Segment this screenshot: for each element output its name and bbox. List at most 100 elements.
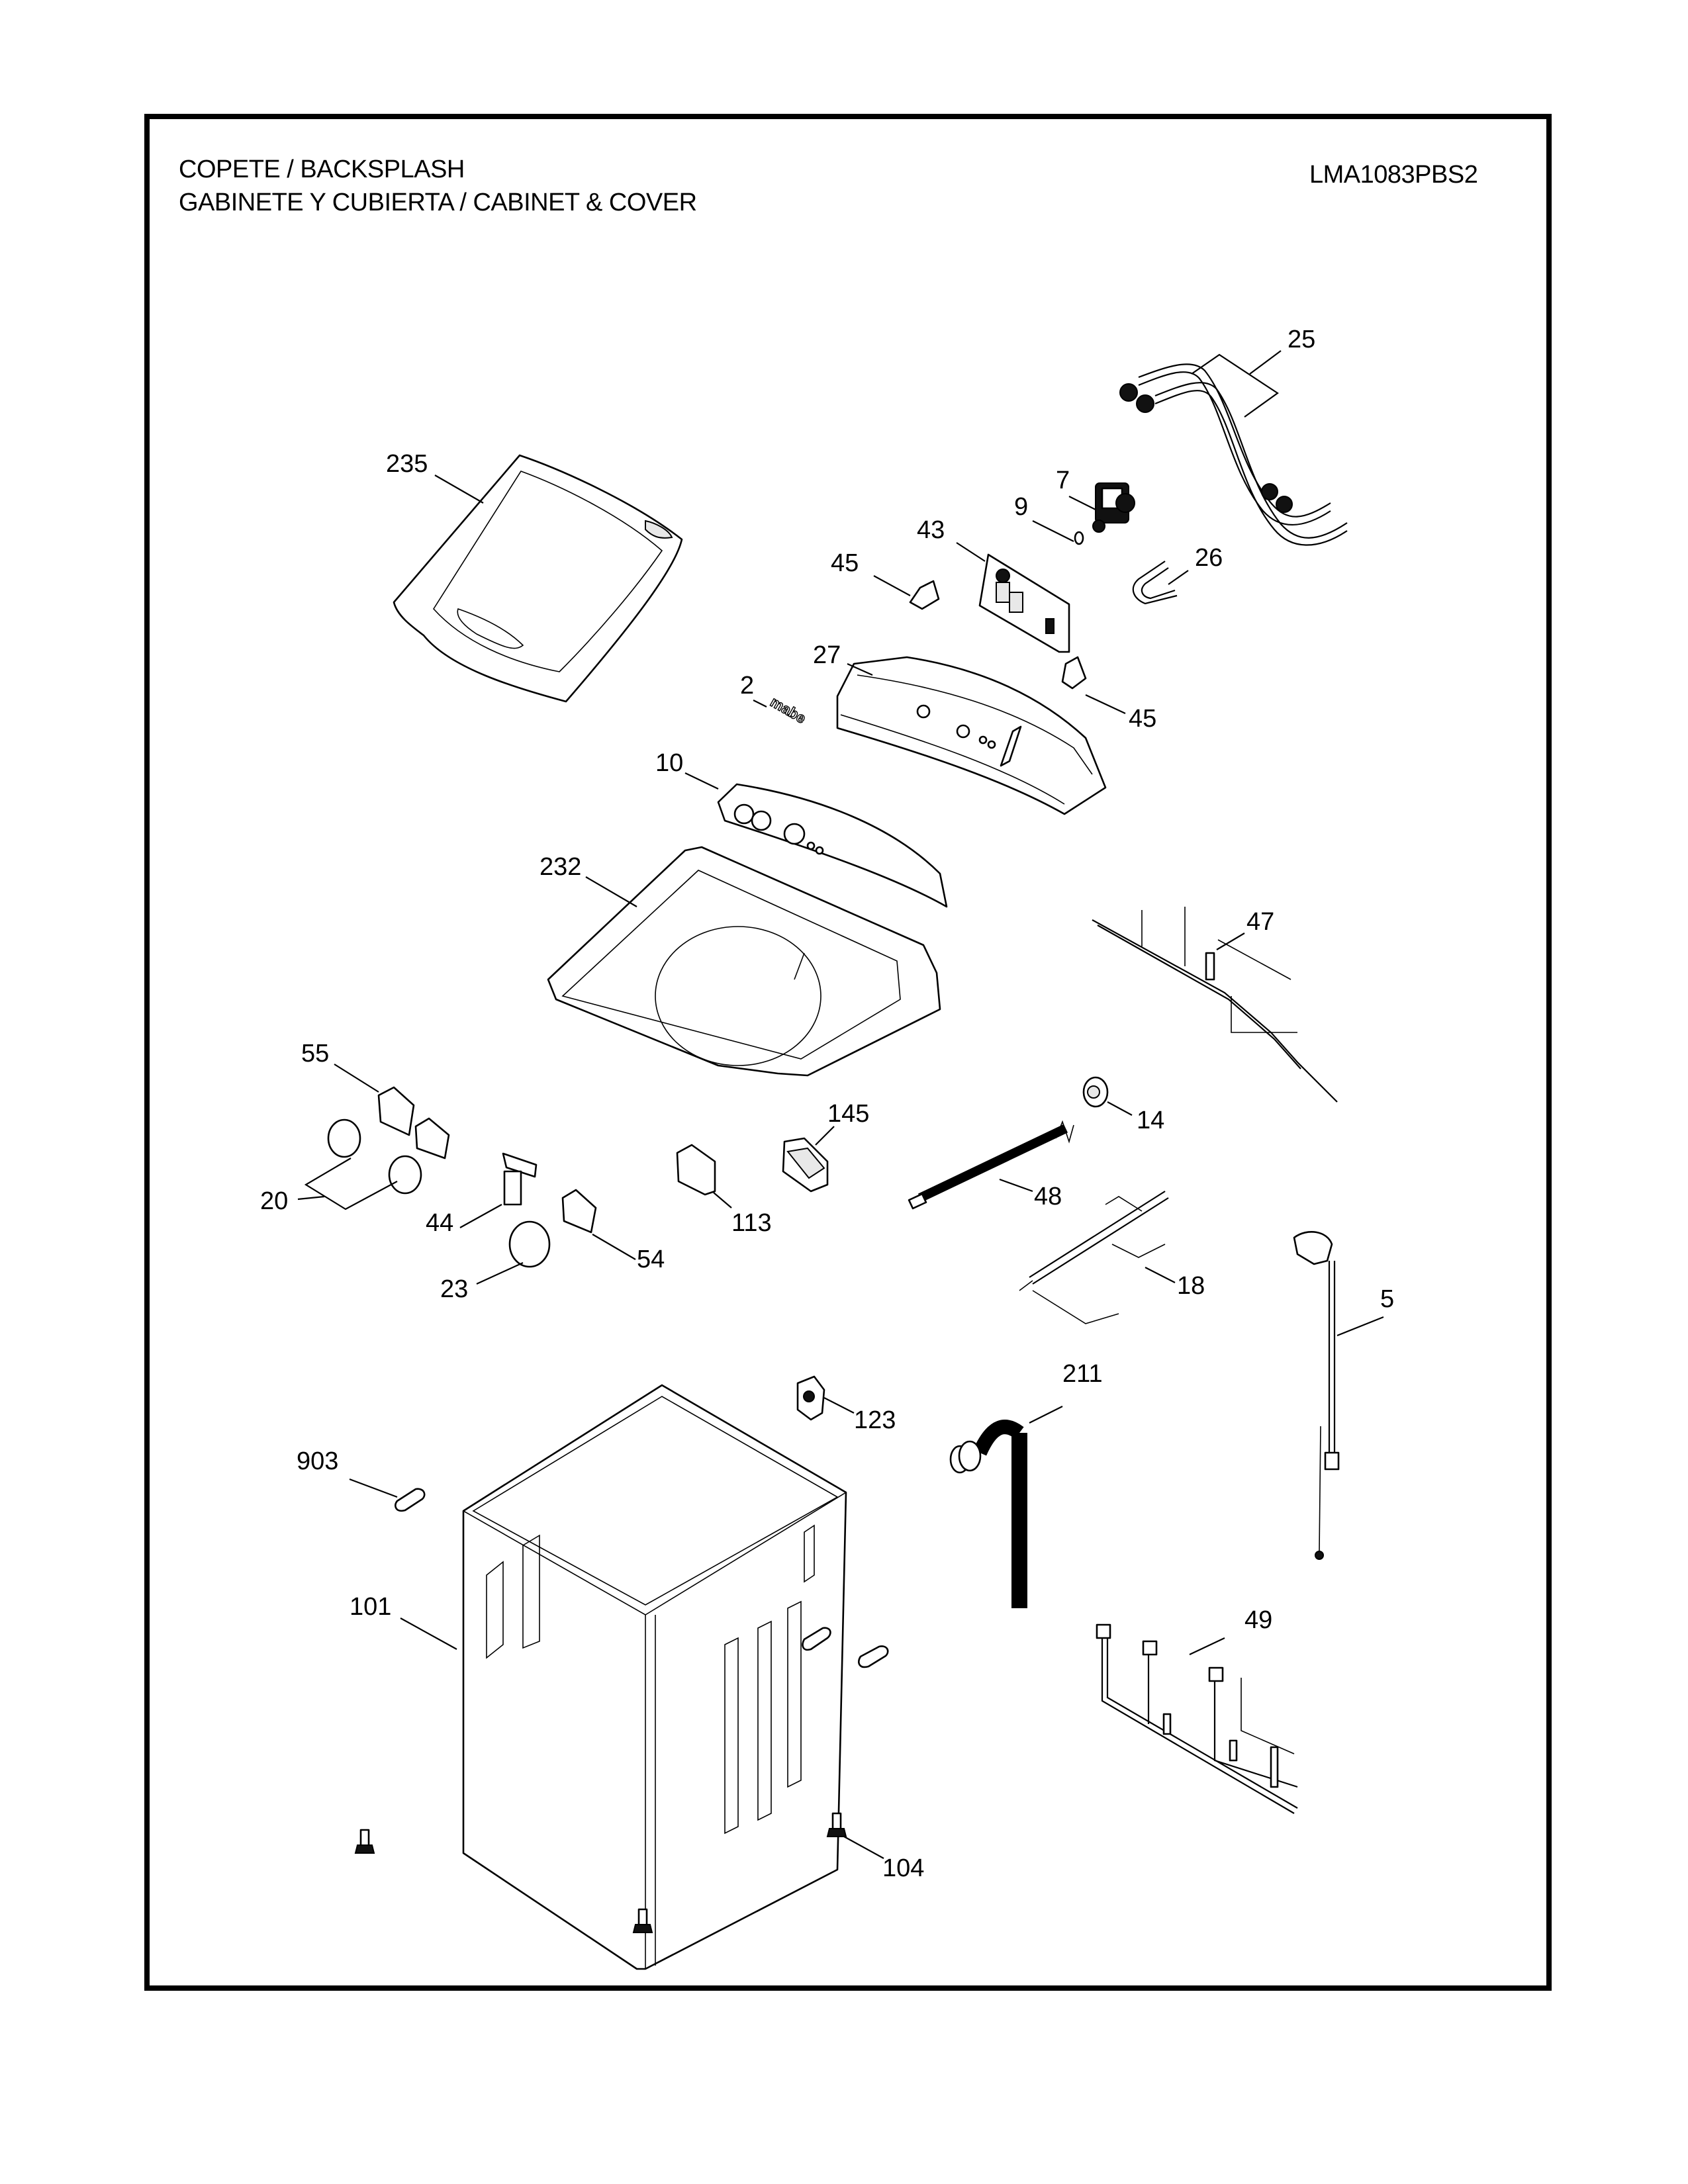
callout-label-145: 145 bbox=[827, 1100, 869, 1128]
part-cabinet[interactable] bbox=[462, 1384, 847, 1970]
part-handle-plug[interactable] bbox=[395, 1488, 426, 1512]
leveling-leg bbox=[826, 1812, 847, 1837]
callout-label-23: 23 bbox=[440, 1275, 468, 1303]
callout-9: 9 bbox=[1014, 493, 1074, 542]
part-hose-u-bend[interactable] bbox=[1132, 561, 1178, 605]
callout-label-54: 54 bbox=[637, 1246, 665, 1273]
callout-2: 2 bbox=[740, 672, 767, 707]
callout-43: 43 bbox=[917, 516, 986, 562]
section-title-cabinet-cover: GABINETE Y CUBIERTA / CABINET & COVER bbox=[179, 189, 697, 216]
part-inlet-hoses[interactable] bbox=[1119, 363, 1348, 546]
part-power-cord[interactable] bbox=[1293, 1231, 1340, 1560]
callout-label-113: 113 bbox=[731, 1209, 772, 1237]
part-lid-lock[interactable] bbox=[782, 1137, 829, 1193]
part-drain-hose[interactable] bbox=[949, 1420, 1027, 1608]
callout-113: 113 bbox=[713, 1192, 772, 1237]
part-pressure-switch[interactable] bbox=[1082, 1076, 1109, 1108]
part-hose-bracket[interactable] bbox=[796, 1375, 825, 1421]
callout-10: 10 bbox=[655, 749, 719, 790]
part-selector-switch-single[interactable] bbox=[561, 1189, 597, 1234]
hose-fitting bbox=[1136, 394, 1154, 413]
callout-label-48: 48 bbox=[1034, 1183, 1062, 1210]
callout-label-10: 10 bbox=[655, 749, 683, 777]
callout-label-43: 43 bbox=[917, 516, 945, 544]
callout-label-47: 47 bbox=[1246, 908, 1274, 936]
callout-label-26: 26 bbox=[1195, 544, 1223, 572]
callout-5: 5 bbox=[1336, 1285, 1394, 1337]
leveling-leg bbox=[354, 1829, 375, 1854]
part-lid[interactable] bbox=[393, 454, 683, 703]
callout-20: 20 bbox=[260, 1158, 398, 1215]
callout-label-211: 211 bbox=[1062, 1360, 1103, 1388]
part-board-bracket-left[interactable] bbox=[909, 580, 940, 610]
part-wire-harness-upper[interactable] bbox=[1092, 907, 1338, 1103]
callout-104: 104 bbox=[843, 1836, 924, 1882]
callout-label-903: 903 bbox=[297, 1447, 338, 1475]
callout-123: 123 bbox=[823, 1397, 896, 1434]
part-push-button[interactable] bbox=[502, 1152, 538, 1206]
model-number: LMA1083PBS2 bbox=[1309, 161, 1478, 189]
callout-label-2: 2 bbox=[740, 672, 754, 700]
callout-label-14: 14 bbox=[1137, 1107, 1164, 1134]
part-water-inlet-valve[interactable] bbox=[1092, 482, 1135, 533]
callout-label-25: 25 bbox=[1288, 326, 1315, 353]
hose-fitting bbox=[1261, 483, 1278, 500]
callout-26: 26 bbox=[1168, 544, 1223, 585]
part-top-cover[interactable] bbox=[547, 846, 941, 1077]
callout-label-7: 7 bbox=[1056, 467, 1070, 494]
part-timer-knob[interactable] bbox=[508, 1220, 551, 1268]
callout-49: 49 bbox=[1189, 1606, 1272, 1655]
callout-101: 101 bbox=[350, 1593, 457, 1650]
callout-44: 44 bbox=[426, 1204, 502, 1237]
mabe-logo-text: mabe bbox=[768, 694, 809, 727]
part-cable-sleeve[interactable] bbox=[908, 1120, 1074, 1210]
callout-label-123: 123 bbox=[854, 1406, 896, 1434]
part-mabe-nameplate[interactable]: mabe bbox=[767, 693, 810, 727]
part-board-bracket-right[interactable] bbox=[1061, 656, 1087, 690]
callout-label-55: 55 bbox=[301, 1040, 329, 1068]
part-leveling-legs[interactable] bbox=[354, 1812, 847, 1933]
callout-label-101: 101 bbox=[350, 1593, 391, 1621]
part-knobs-pair[interactable] bbox=[327, 1118, 422, 1195]
part-lid-switch[interactable] bbox=[676, 1144, 716, 1196]
callout-47: 47 bbox=[1216, 908, 1274, 950]
callout-label-235: 235 bbox=[386, 450, 428, 478]
part-selector-switches[interactable] bbox=[377, 1086, 450, 1160]
callout-27: 27 bbox=[813, 641, 873, 676]
callout-903: 903 bbox=[297, 1447, 398, 1498]
callout-label-232: 232 bbox=[539, 853, 581, 881]
part-wire-harness-lower[interactable] bbox=[1096, 1623, 1298, 1814]
callout-7: 7 bbox=[1056, 467, 1096, 510]
callout-label-104: 104 bbox=[882, 1854, 924, 1882]
part-valve-clip[interactable] bbox=[1074, 531, 1084, 545]
callout-54: 54 bbox=[592, 1234, 665, 1273]
hose-fitting bbox=[1119, 383, 1138, 402]
section-title-backsplash: COPETE / BACKSPLASH bbox=[179, 156, 465, 183]
leveling-leg bbox=[632, 1908, 653, 1933]
part-backsplash-housing[interactable] bbox=[836, 656, 1107, 815]
callout-label-18: 18 bbox=[1177, 1272, 1205, 1300]
callout-label-5: 5 bbox=[1380, 1285, 1394, 1313]
part-handle-plug-right[interactable] bbox=[858, 1645, 889, 1668]
hose-fitting bbox=[1276, 496, 1293, 513]
callout-label-20: 20 bbox=[260, 1187, 288, 1215]
callout-14: 14 bbox=[1107, 1101, 1164, 1134]
callout-55: 55 bbox=[301, 1040, 379, 1093]
callout-label-27: 27 bbox=[813, 641, 841, 669]
part-wire-harness-middle[interactable] bbox=[1019, 1191, 1169, 1324]
callout-label-45-left: 45 bbox=[831, 549, 859, 577]
part-control-panel-overlay[interactable] bbox=[717, 783, 948, 908]
callout-48: 48 bbox=[999, 1178, 1062, 1210]
callout-label-49: 49 bbox=[1244, 1606, 1272, 1634]
callout-235: 235 bbox=[386, 450, 484, 504]
callout-label-45-right: 45 bbox=[1129, 705, 1156, 733]
part-control-board[interactable] bbox=[978, 553, 1070, 653]
callout-145: 145 bbox=[815, 1100, 869, 1146]
callout-45-right: 45 bbox=[1085, 694, 1156, 733]
callout-25: 25 bbox=[1191, 326, 1315, 418]
callout-label-44: 44 bbox=[426, 1209, 453, 1237]
callout-23: 23 bbox=[440, 1261, 524, 1303]
callout-18: 18 bbox=[1145, 1267, 1205, 1300]
